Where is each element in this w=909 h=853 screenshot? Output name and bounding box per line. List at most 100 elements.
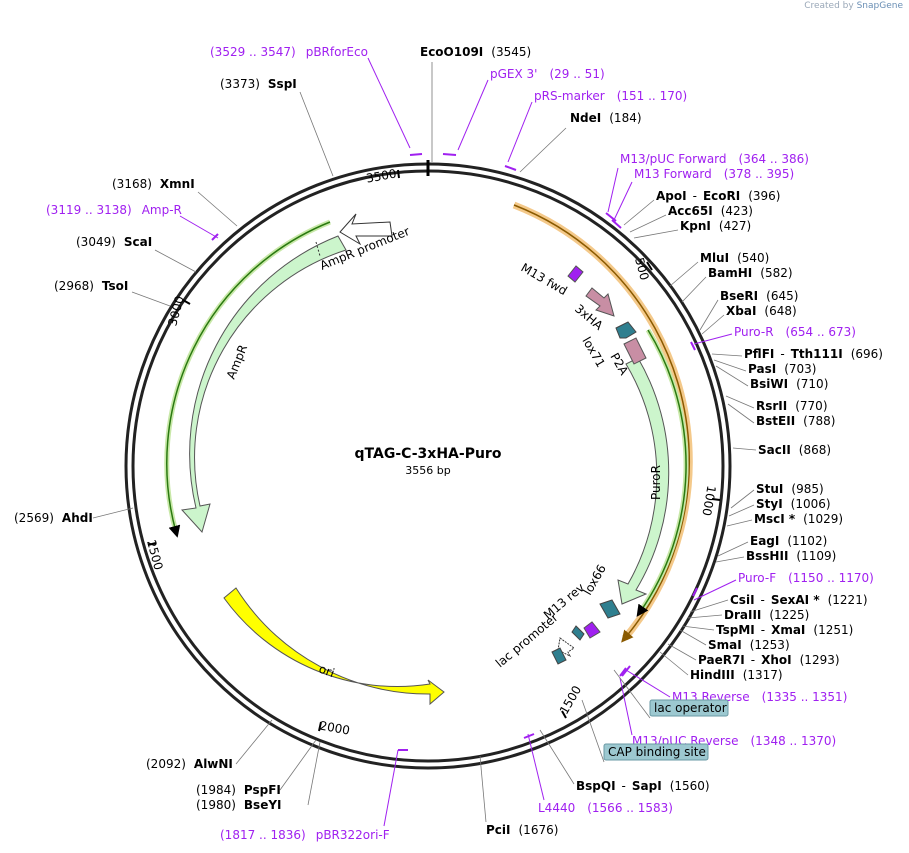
enzyme-label[interactable]: BsiWI(710) [750,377,828,391]
enzyme-label[interactable]: KpnI(427) [680,219,751,233]
enzyme-leader [687,614,723,619]
ampr-feature[interactable] [180,235,347,534]
enzyme-label[interactable]: MluI(540) [700,251,769,265]
enzyme-label[interactable]: NdeI(184) [570,111,642,125]
enzyme-leader [307,741,321,806]
leader-lines [92,62,757,823]
primer-leader [527,733,545,801]
enzyme-leader [689,599,729,613]
boxed-feature-box[interactable] [603,743,709,761]
enzyme-label[interactable]: (1980)BseYI [196,798,282,812]
enzyme-label[interactable]: XbaI(648) [726,304,797,318]
lox71-feature[interactable] [615,321,637,339]
feature-label: P2A [607,351,631,379]
enzyme-label[interactable]: BamHI(582) [708,266,793,280]
feature-label: lox71 [579,335,607,370]
enzyme-leader [154,249,197,273]
feature-label: lac promoter [493,610,561,670]
feature-label: M13 fwd [519,260,570,298]
enzyme-leader [711,353,743,357]
enzyme-label[interactable]: MscI *(1029) [754,512,843,526]
enzyme-label[interactable]: (3168)XmnI [112,177,195,191]
3xha-feature[interactable] [585,287,615,317]
enzyme-label[interactable]: (3049)ScaI [76,235,152,249]
enzyme-leader [539,729,575,785]
enzyme-leader [681,625,715,631]
enzyme-label[interactable]: (3373)SspI [220,77,297,91]
boxed-feature-label: lac operator [654,701,727,715]
enzyme-leader [279,739,317,791]
lox66-feature[interactable] [599,599,621,619]
enzyme-leader [730,489,755,509]
boxed-feature-leader [581,699,605,763]
puror-feature[interactable] [617,357,670,605]
enzyme-label[interactable]: PflFI-Tth111I(696) [744,347,883,361]
enzyme-label[interactable]: CsiI-SexAI *(1221) [730,593,868,607]
primer-label[interactable]: (3529 .. 3547)pBRforEco [210,45,368,59]
enzyme-label[interactable]: Acc65I(423) [668,204,753,218]
ori-feature[interactable] [223,587,445,706]
enzyme-leader [717,541,749,557]
enzyme-label[interactable]: (2092)AlwNI [146,757,233,771]
selected-region-arc [513,204,691,643]
enzyme-label[interactable]: BssHII(1109) [746,549,836,563]
enzyme-label[interactable]: BseRI(645) [720,289,798,303]
enzyme-label[interactable]: DraIII(1225) [724,608,809,622]
primer-label[interactable]: Puro-F(1150 .. 1170) [738,571,874,585]
enzyme-label[interactable]: EcoO109I(3545) [420,45,531,59]
lac-operator-feature[interactable] [571,625,585,641]
m13-rev-feature[interactable] [583,621,601,639]
enzyme-label[interactable]: EagI(1102) [750,534,827,548]
primer-leader-lines [179,57,737,827]
primer-label[interactable]: pRS-marker(151 .. 170) [534,89,687,103]
enzyme-label[interactable]: HindIII(1317) [690,668,783,682]
ampr-orf-arc [166,221,331,538]
plasmid-name: qTAG-C-3xHA-Puro [355,446,502,462]
primer-leader [607,167,619,213]
primer-leader [693,579,737,601]
primer-labels: (3529 .. 3547)pBRforEco pGEX 3'(29 .. 51)… [46,45,874,842]
primer-leader [367,57,411,149]
enzyme-leader [92,507,134,519]
primer-label[interactable]: Puro-R(654 .. 673) [734,325,856,339]
enzyme-label[interactable]: (1984)PspFI [196,783,281,797]
enzyme-label[interactable]: PasI(703) [748,362,816,376]
enzyme-leader [701,314,725,335]
primer-label[interactable]: M13 Forward(378 .. 395) [634,167,794,181]
enzyme-label[interactable]: (2968)TsoI [54,279,128,293]
enzyme-leader [519,127,567,173]
enzyme-label[interactable]: (2569)AhdI [14,511,93,525]
primer-label[interactable]: M13/pUC Forward(364 .. 386) [620,152,809,166]
p2a-feature[interactable] [623,337,647,365]
enzyme-label[interactable]: ApoI-EcoRI(396) [656,189,780,203]
primer-label[interactable]: (3119 .. 3138)Amp-R [46,203,182,217]
ampr-promoter-feature[interactable] [339,213,393,246]
enzyme-label[interactable]: PaeR7I-XhoI(1293) [698,653,840,667]
enzyme-label[interactable]: StyI(1006) [756,497,831,511]
enzyme-leader [728,504,755,517]
primer-leader [457,79,489,151]
ampr-feature-divider [315,241,321,257]
enzyme-leader [727,403,755,424]
enzyme-label[interactable]: StuI(985) [756,482,824,496]
puror-orf-arc [636,329,687,617]
enzyme-leader [679,629,707,646]
primer-label[interactable]: L4440(1566 .. 1583) [538,801,673,815]
primer-label[interactable]: pGEX 3'(29 .. 51) [490,67,605,81]
snapgene-credit: Created by SnapGene [804,1,903,11]
m13-fwd-feature[interactable] [567,265,584,283]
boxed-feature-box[interactable] [649,699,729,717]
enzyme-label[interactable]: TspMI-XmaI(1251) [716,623,853,637]
cap-binding-site-feature[interactable] [551,647,567,665]
primer-marks [211,153,698,751]
enzyme-label[interactable]: SacII(868) [758,443,831,457]
enzyme-label[interactable]: RsrII(770) [756,399,828,413]
enzyme-label[interactable]: PciI(1676) [486,823,558,837]
primer-label[interactable]: (1817 .. 1836)pBR322ori-F [220,828,390,842]
primer-leader [383,749,399,827]
primer-leader [619,677,633,736]
enzyme-label[interactable]: BstEII(788) [756,414,835,428]
enzyme-label[interactable]: SmaI(1253) [708,638,790,652]
enzyme-label[interactable]: BspQI-SapI(1560) [576,779,710,793]
